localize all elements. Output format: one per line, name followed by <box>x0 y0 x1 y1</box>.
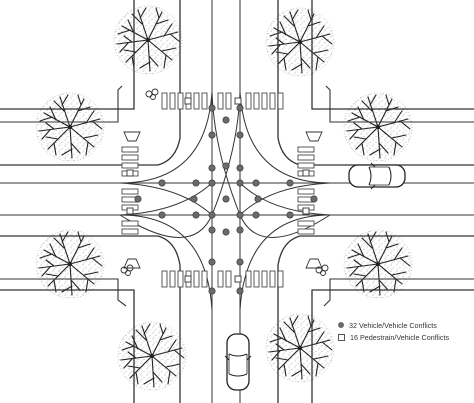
vehicle-conflict-icon <box>208 258 216 266</box>
vehicle-conflict-icon <box>286 179 294 187</box>
tree-icon <box>343 92 413 162</box>
vehicle-conflict-icon <box>236 179 244 187</box>
legend-row-vehicle: 32 Vehicle/Vehicle Conflicts <box>338 319 472 331</box>
pedestrian-conflict-icon <box>126 207 134 215</box>
vehicle-conflict-icon <box>158 179 166 187</box>
planter-icon <box>145 88 159 100</box>
pedestrian-conflict-icon <box>234 97 242 105</box>
tree-icon <box>117 321 187 391</box>
crosswalk-south <box>161 270 284 288</box>
vehicle-conflict-icon <box>236 104 244 112</box>
vehicle-conflict-icon <box>208 164 216 172</box>
pedestrian-conflict-icon <box>338 333 345 341</box>
pedestrian-conflict-icon <box>184 97 192 105</box>
vehicle-conflict-icon <box>236 211 244 219</box>
vehicle-conflict-icon <box>192 179 200 187</box>
vehicle-conflict-icon <box>254 195 262 203</box>
legend: 32 Vehicle/Vehicle Conflicts 16 Pedestra… <box>338 319 472 343</box>
vehicle-conflict-icon <box>236 131 244 139</box>
car-icon-east <box>348 162 406 190</box>
pedestrian-conflict-icon <box>302 169 310 177</box>
legend-pedestrian-label: 16 Pedestrain/Vehicle Conflicts <box>350 332 450 342</box>
vehicle-conflict-icon <box>236 164 244 172</box>
vehicle-conflict-icon <box>208 211 216 219</box>
legend-row-pedestrian: 16 Pedestrain/Vehicle Conflicts <box>338 331 472 343</box>
tree-icon <box>35 92 105 162</box>
vehicle-conflict-icon <box>222 228 230 236</box>
tree-icon <box>35 229 105 299</box>
vehicle-conflict-icon <box>338 322 344 328</box>
vehicle-conflict-icon <box>252 211 260 219</box>
tree-icon <box>343 229 413 299</box>
tree-icon <box>113 5 183 75</box>
vehicle-conflict-icon <box>310 195 318 203</box>
pedestrian-conflict-icon <box>302 207 310 215</box>
tree-icon <box>265 313 335 383</box>
crosswalk-east <box>297 146 315 235</box>
curb-ramps <box>123 131 323 269</box>
vehicle-conflict-icon <box>208 104 216 112</box>
vehicle-conflict-icon <box>222 162 230 170</box>
vehicle-conflicts <box>134 104 318 295</box>
legend-vehicle-label: 32 Vehicle/Vehicle Conflicts <box>349 320 437 330</box>
crosswalk-west <box>121 146 139 235</box>
vehicle-conflict-icon <box>190 195 198 203</box>
vehicle-conflict-icon <box>236 258 244 266</box>
vehicle-conflict-icon <box>286 211 294 219</box>
vehicle-conflict-icon <box>252 179 260 187</box>
pedestrian-conflict-icon <box>234 275 242 283</box>
vehicle-conflict-icon <box>208 179 216 187</box>
pedestrian-conflict-icon <box>126 169 134 177</box>
vehicle-conflict-icon <box>134 195 142 203</box>
vehicle-conflict-icon <box>222 116 230 124</box>
inner-curbs <box>0 85 474 307</box>
tree-icon <box>265 7 335 77</box>
vehicle-conflict-icon <box>222 195 230 203</box>
vehicle-conflict-icon <box>208 226 216 234</box>
vehicle-conflict-icon <box>208 287 216 295</box>
vehicle-conflict-icon <box>236 226 244 234</box>
vehicle-conflict-icon <box>192 211 200 219</box>
vehicle-conflict-icon <box>236 287 244 295</box>
crosswalk-north <box>161 92 284 110</box>
pedestrian-conflict-icon <box>184 275 192 283</box>
vehicle-conflict-icon <box>158 211 166 219</box>
car-icon-south <box>224 333 252 391</box>
pedestrian-conflicts <box>126 97 310 283</box>
vehicle-conflict-icon <box>208 131 216 139</box>
